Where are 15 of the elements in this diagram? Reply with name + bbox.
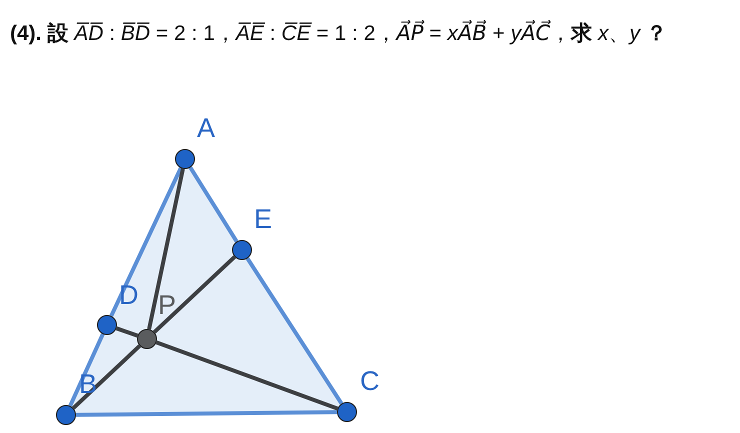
line-segment xyxy=(116,326,138,338)
line-segment xyxy=(152,255,236,334)
point-label: P xyxy=(158,292,176,319)
line-segment xyxy=(246,257,344,405)
line-segment xyxy=(156,340,338,410)
line-segment xyxy=(147,168,185,330)
point-label: D xyxy=(119,282,138,309)
point-label: A xyxy=(197,115,216,142)
line-segment xyxy=(109,167,183,317)
problem-statement: (4). 設 A̅D̅ : B̅D̅ = 2 : 1，A̅E̅ : C̅E̅ = 1 : 2，A⃗P⃗ = xA⃗B⃗ + yA⃗C⃗，求 x、y ？ xyxy=(10,19,668,47)
line-segment xyxy=(72,344,142,410)
line-segment xyxy=(188,166,238,243)
point-label: E xyxy=(254,206,272,233)
line-segment xyxy=(76,410,338,417)
point-label: C xyxy=(360,368,380,395)
